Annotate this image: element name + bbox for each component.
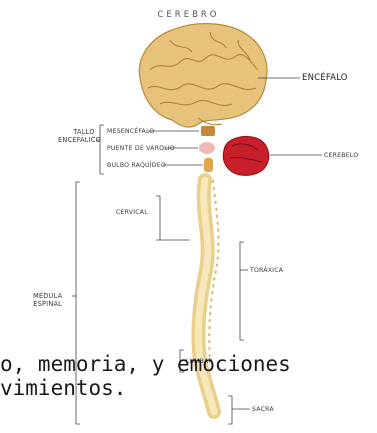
mesencefalo-shape (201, 126, 215, 136)
label-medula-line1: MÉDULA (33, 292, 62, 300)
label-cerebelo: CEREBELO (324, 152, 358, 159)
label-puente: PUENTE DE VAROLIO (107, 145, 175, 152)
puente-shape (199, 142, 215, 154)
label-tallo-line1: TALLO (72, 128, 96, 136)
label-bulbo: BULBO RAQUÍDEO (107, 162, 166, 169)
label-mesencefalo: MESENCÉFALO (107, 128, 154, 135)
label-medula: MÉDULA ESPINAL (33, 292, 62, 308)
label-tallo-line2: ENCEFÁLICO (58, 136, 96, 144)
label-encefalo: ENCÉFALO (302, 73, 348, 83)
caption-line-1: o, memoria, y emociones (0, 352, 291, 376)
label-sacra: SACRA (252, 406, 274, 413)
label-medula-line2: ESPINAL (33, 300, 62, 308)
brain-illustration (139, 24, 267, 127)
caption-line-2: vimientos. (0, 376, 126, 400)
diagram-title: CEREBRO (0, 10, 377, 20)
label-cervical: CERVICAL (116, 209, 148, 216)
spine-illustration (198, 180, 218, 412)
bulbo-shape (204, 158, 213, 172)
label-toraxica: TORÁXICA (250, 267, 283, 274)
cerebellum-illustration (223, 137, 268, 176)
label-tallo: TALLO ENCEFÁLICO (72, 128, 96, 144)
